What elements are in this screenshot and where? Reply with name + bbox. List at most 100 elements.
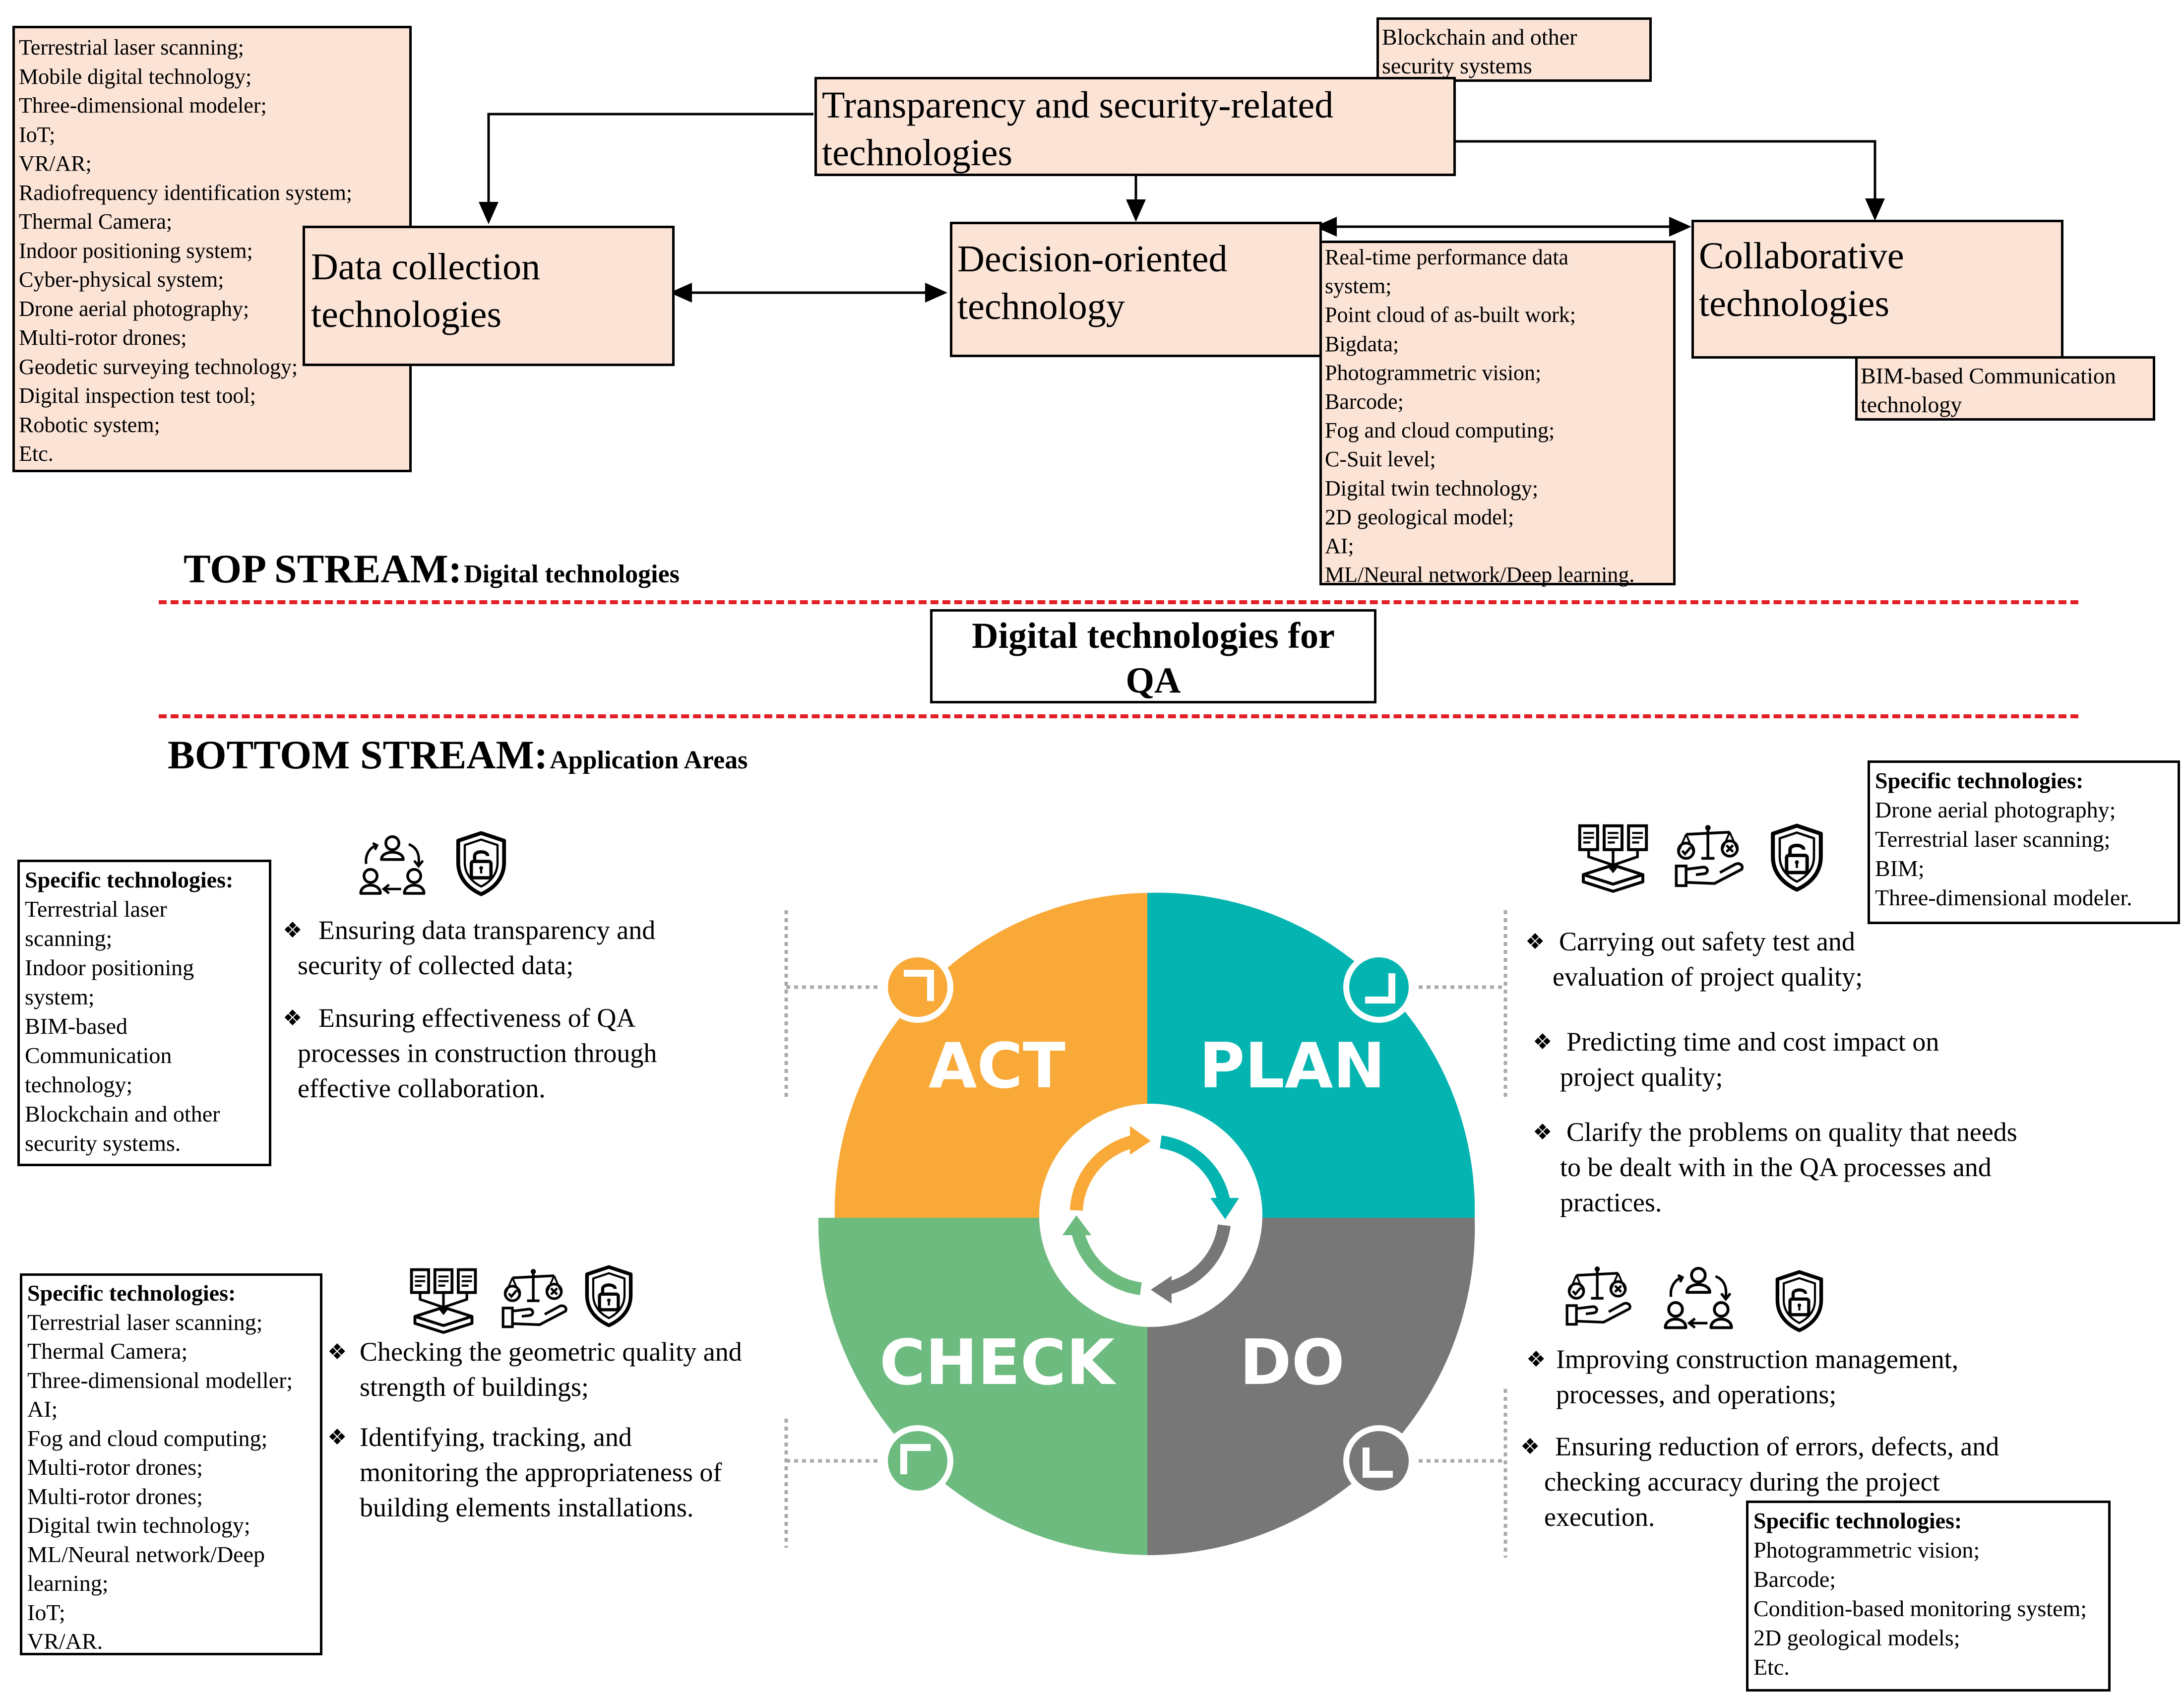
list-item: Barcode; — [1325, 389, 1404, 414]
do-bullet-1: ❖ Improving construction management, pro… — [1526, 1342, 2091, 1412]
specific-heading: Specific technologies: — [27, 1280, 236, 1306]
pdca-plan-label: PLAN — [1199, 1029, 1385, 1102]
act-specific-box: Specific technologies: Terrestrial laser… — [17, 860, 271, 1166]
bullet-line: Carrying out safety test and — [1559, 927, 1855, 956]
collaborative-note-line1: BIM-based Communication — [1861, 363, 2116, 388]
act-bullets: ❖ Ensuring data transparency and securit… — [283, 913, 769, 1106]
bullet-diamond-icon: ❖ — [327, 1425, 347, 1449]
specific-heading: Specific technologies: — [1753, 1508, 1962, 1533]
plan-bullet-1: ❖ Carrying out safety test and evaluatio… — [1525, 924, 2121, 995]
transparency-title-line2: technologies — [822, 132, 1013, 174]
list-item: Drone aerial photography; — [1875, 797, 2116, 822]
list-item: IoT; — [27, 1599, 65, 1625]
bullet-line: evaluation of project quality; — [1553, 962, 1863, 992]
list-item: Digital twin technology; — [1325, 476, 1539, 501]
list-item: BIM; — [1875, 856, 1925, 881]
bullet-line: Checking the geometric quality and — [360, 1337, 742, 1367]
top-dashed-divider — [159, 600, 2078, 604]
specific-heading: Specific technologies: — [1875, 768, 2084, 793]
decision-list-box: Real-time performance data system; Point… — [1319, 241, 1676, 587]
list-item: Geodetic surveying technology; — [19, 354, 298, 379]
bottom-dashed-divider — [159, 714, 2078, 718]
list-item: C-Suit level; — [1325, 447, 1436, 472]
top-stream-sublabel: Digital technologies — [464, 560, 680, 588]
list-item: Barcode; — [1753, 1567, 1836, 1592]
bullet-diamond-icon: ❖ — [1526, 1347, 1546, 1372]
collaborative-title-line2: technologies — [1699, 283, 1890, 324]
list-item: Terrestrial laser — [25, 896, 167, 922]
list-item: technology; — [25, 1072, 133, 1097]
bullet-line: Improving construction management, — [1556, 1344, 1959, 1374]
bullet-line: strength of buildings; — [360, 1372, 589, 1402]
list-item: security systems. — [25, 1130, 181, 1156]
list-item: Fog and cloud computing; — [27, 1425, 268, 1451]
do-bullet-2: ❖ Ensuring reduction of errors, defects,… — [1520, 1429, 2091, 1535]
transparency-note-line1: Blockchain and other — [1382, 24, 1577, 50]
plan-specific-list: Specific technologies: Drone aerial phot… — [1870, 763, 2178, 912]
scales-icon — [503, 1269, 566, 1327]
list-item: Etc. — [1753, 1654, 1790, 1680]
transparency-note-line2: security systems — [1382, 53, 1532, 78]
plan-badge-icon — [1343, 951, 1415, 1023]
bullet-line: Predicting time and cost impact on — [1566, 1027, 1939, 1057]
plan-specific-box: Specific technologies: Drone aerial phot… — [1868, 760, 2180, 924]
decision-title-line2: technology — [957, 286, 1125, 327]
collaboration-cycle-icon — [1665, 1268, 1731, 1328]
center-title-line2: QA — [1125, 660, 1181, 701]
decision-title-line1: Decision-oriented — [957, 238, 1228, 280]
cycle-arrow-green — [1071, 1229, 1142, 1295]
list-item: Fog and cloud computing; — [1325, 418, 1555, 443]
check-bullet-2: ❖ Identifying, tracking, and monitoring … — [327, 1420, 799, 1525]
bullet-line: Ensuring effectiveness of QA — [318, 1003, 636, 1033]
data-collection-title: Data collection technologies — [311, 246, 541, 335]
pdca-leaders — [784, 910, 1507, 1558]
list-item: Multi-rotor drones; — [27, 1454, 203, 1480]
data-collection-box: Data collection technologies — [303, 226, 675, 366]
list-item: Terrestrial laser scanning; — [27, 1309, 263, 1335]
top-connectors — [479, 113, 1885, 303]
list-item: VR/AR. — [27, 1629, 103, 1654]
shield-lock-icon — [1777, 1272, 1821, 1330]
scales-icon — [1676, 825, 1742, 885]
list-item: Mobile digital technology; — [19, 64, 252, 89]
pdca-check-label: CHECK — [879, 1326, 1117, 1399]
list-item: BIM-based — [25, 1013, 127, 1039]
bullet-line: processes, and operations; — [1556, 1380, 1837, 1409]
act-bullet-2: ❖ Ensuring effectiveness of QA processes… — [283, 1001, 769, 1106]
bullet-diamond-icon: ❖ — [327, 1340, 347, 1364]
bullet-diamond-icon: ❖ — [1533, 1120, 1553, 1144]
cycle-arrow-teal — [1160, 1135, 1231, 1204]
top-stream-heading: TOP STREAM: Digital technologies — [184, 546, 680, 592]
connector-transparency-to-collab — [1456, 140, 1885, 221]
bullet-diamond-icon: ❖ — [1520, 1435, 1540, 1459]
bullet-diamond-icon: ❖ — [283, 918, 303, 942]
list-item: Photogrammetric vision; — [1325, 360, 1542, 385]
center-title-box: Digital technologies for QA — [930, 609, 1376, 703]
bullet-line: building elements installations. — [360, 1493, 694, 1522]
decision-list: Real-time performance data system; Point… — [1322, 243, 1673, 589]
list-item: Three-dimensional modeler. — [1875, 885, 2132, 910]
list-item: Thermal Camera; — [27, 1338, 188, 1364]
scales-icon — [1567, 1266, 1630, 1324]
list-item: Digital twin technology; — [27, 1512, 250, 1538]
bullet-line: monitoring the appropriateness of — [360, 1457, 722, 1487]
cycle-arrow-orange — [1070, 1134, 1137, 1211]
plan-bullets: ❖ Carrying out safety test and evaluatio… — [1525, 924, 2121, 1220]
check-specific-box: Specific technologies: Terrestrial laser… — [20, 1273, 322, 1655]
list-item: system; — [1325, 274, 1392, 299]
collaborative-note-line2: technology — [1861, 392, 1962, 417]
list-item: Drone aerial photography; — [19, 296, 250, 321]
list-item: Communication — [25, 1043, 172, 1068]
transparency-title-line1: Transparency and security-related — [822, 84, 1334, 126]
list-item: Etc. — [19, 441, 54, 466]
list-item: Three-dimensional modeler; — [19, 93, 267, 118]
list-item: Real-time performance data — [1325, 245, 1569, 269]
bottom-stream-heading: BOTTOM STREAM: Application Areas — [168, 732, 748, 778]
check-bullets: ❖ Checking the geometric quality and str… — [327, 1334, 799, 1525]
list-item: Digital inspection test tool; — [19, 383, 256, 408]
list-item: AI; — [27, 1396, 58, 1422]
data-collection-list: Terrestrial laser scanning; Mobile digit… — [15, 28, 409, 469]
check-bullet-1: ❖ Checking the geometric quality and str… — [327, 1334, 799, 1405]
do-badge-icon — [1343, 1425, 1415, 1497]
